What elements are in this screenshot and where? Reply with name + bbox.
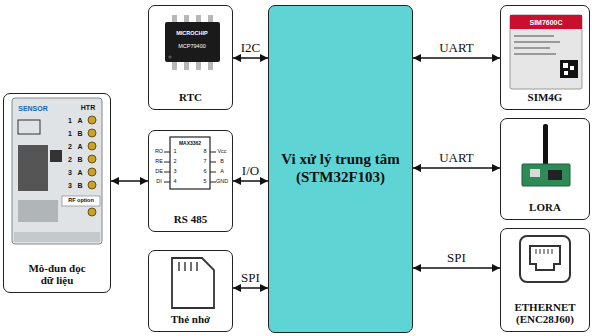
terminal-letter: B [77,130,82,137]
terminal-letter: A [77,117,82,124]
bus-label: SPI [239,271,262,284]
option-label: RF option [68,198,94,204]
lora-module-picture [522,124,570,186]
pin-name: A [220,169,224,175]
bus-label: UART [437,41,476,54]
chip-part-number: MAX3362 [179,141,201,146]
bidirectional-arrow [233,287,268,289]
chip-brand: MICROCHIP [176,31,207,37]
ethernet-port-icon [520,236,570,282]
bidirectional-arrow [413,57,500,59]
bidirectional-arrow [413,167,500,169]
bus-label: UART [437,151,476,164]
terminal-number: 2 [68,156,72,163]
pin-name: RO [155,149,163,155]
reader-module-box: Mô-đun đọc dữ liệu [3,93,111,293]
terminal-letter: B [77,156,82,163]
pin-number: 7 [203,159,206,165]
terminal-number: 1 [68,117,72,124]
chip-part-number: MCP79400 [178,44,206,50]
bus-label: I/O [240,164,261,177]
memory-card-icon [172,258,214,308]
bus-label: I2C [239,41,263,54]
node-text: Thẻ nhớ [171,313,210,326]
pin-name: GND [216,179,228,185]
module-name: SIM7600C [529,19,562,26]
terminal-number: 2 [68,143,72,150]
bidirectional-arrow [111,180,148,182]
reader-module-picture [12,98,102,244]
node-text: Vi xử lý trung tâm (STM32F103) [273,151,408,186]
pin-number: 1 [173,149,176,155]
pin-number: 8 [203,149,206,155]
rs485-chip-symbol [164,137,216,189]
lora-box: LORA [500,118,590,220]
terminal-letter: A [77,143,82,150]
bidirectional-arrow [233,57,268,59]
bidirectional-arrow [233,180,268,182]
pin-name: DI [156,179,162,185]
pin-number: 2 [173,159,176,165]
node-text: SIM4G [528,91,563,104]
node-text: RTC [179,91,202,104]
node-text: RS 485 [174,213,207,226]
pin-name: Vcc [217,149,226,155]
node-text: ETHERNET (ENC28J60) [505,301,585,326]
pin-name: DE [155,169,163,175]
sim-module-picture [510,15,582,89]
ethernet-box: ETHERNET (ENC28J60) [500,228,590,332]
terminal-number: 3 [68,169,72,176]
terminal-letter: A [77,169,82,176]
bidirectional-arrow [413,267,500,269]
pin-number: 6 [203,169,206,175]
pin-number: 3 [173,169,176,175]
brand-logo: SENSOR [18,105,48,112]
node-text: LORA [529,201,561,214]
node-text: Mô-đun đọc dữ liệu [21,262,93,287]
terminal-letter: B [77,182,82,189]
pin-name: RE [155,159,163,165]
pin-number: 4 [173,179,176,185]
terminal-number: 1 [68,130,72,137]
pin-name: B [220,159,224,165]
model-name: HTR [81,104,95,111]
memory-card-box: Thẻ nhớ [148,250,233,332]
rtc-chip-picture [165,15,220,70]
bus-label: SPI [445,251,468,264]
pin-number: 5 [203,179,206,185]
processor-box: Vi xử lý trung tâm (STM32F103) [268,5,413,333]
rtc-box: RTC [148,5,233,110]
terminal-number: 3 [68,182,72,189]
